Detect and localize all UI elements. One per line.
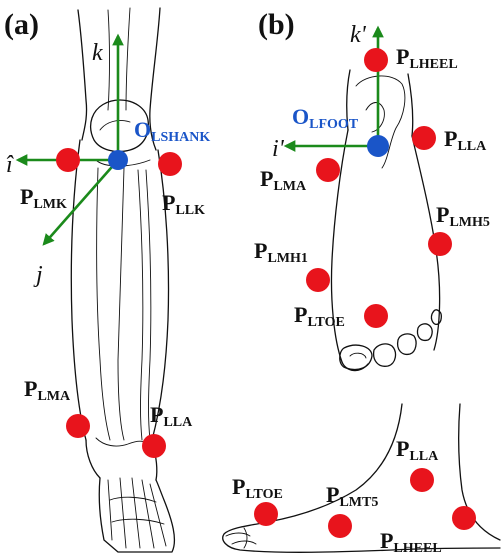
marker-lma-top-label: PLMA xyxy=(260,166,307,194)
marker-lmt5-label: PLMT5 xyxy=(326,482,378,510)
panel-b-label: (b) xyxy=(258,8,295,41)
marker-lheel-label: PLHEEL xyxy=(396,44,458,72)
foot-top-illustration xyxy=(331,70,441,371)
leg-illustration xyxy=(71,8,174,552)
panel-b-side: PLLA PLTOE PLMT5 PLHEEL xyxy=(223,404,500,556)
origin-lfoot-dot xyxy=(367,135,389,157)
origin-lfoot-label: OLFOOT xyxy=(292,104,359,132)
marker-lmh5 xyxy=(428,232,452,256)
origin-lshank-dot xyxy=(108,150,128,170)
marker-lmh1 xyxy=(306,268,330,292)
marker-ltoe-side-label: PLTOE xyxy=(232,474,283,502)
panel-a: (a) xyxy=(4,8,210,552)
marker-llk-label: PLLK xyxy=(162,190,205,218)
marker-lla-side xyxy=(410,468,434,492)
marker-ltoe-side xyxy=(254,502,278,526)
marker-ltoe-top xyxy=(364,304,388,328)
panel-a-label: (a) xyxy=(4,8,39,41)
marker-lmh5-label: PLMH5 xyxy=(436,202,490,230)
origin-lshank-label: OLSHANK xyxy=(134,117,210,145)
marker-lma-top xyxy=(316,158,340,182)
marker-lla-side-label: PLLA xyxy=(396,436,439,464)
marker-lla xyxy=(142,434,166,458)
marker-lma xyxy=(66,414,90,438)
marker-lma-label: PLMA xyxy=(24,376,71,404)
marker-lmk-label: PLMK xyxy=(20,184,67,212)
axis-j-label: j xyxy=(33,262,43,288)
marker-lmh1-label: PLMH1 xyxy=(254,238,308,266)
marker-lla-top-label: PLLA xyxy=(444,126,487,154)
marker-lmt5 xyxy=(328,514,352,538)
foot-side-illustration xyxy=(223,404,500,552)
axis-i-prime-label: i' xyxy=(272,136,285,162)
panel-b-top: (b) k' i' OLF xyxy=(254,8,490,371)
marker-lla-label: PLLA xyxy=(150,402,193,430)
marker-llk xyxy=(158,152,182,176)
marker-lheel-side xyxy=(452,506,476,530)
marker-ltoe-top-label: PLTOE xyxy=(294,302,345,330)
foot-axes: k' i' xyxy=(272,22,378,162)
marker-lmk xyxy=(56,148,80,172)
axis-i-label: î xyxy=(6,152,14,178)
marker-lla-top xyxy=(412,126,436,150)
marker-lheel xyxy=(364,48,388,72)
marker-lheel-side-label: PLHEEL xyxy=(380,528,442,556)
axis-k-label: k xyxy=(92,40,103,66)
axis-k-prime-label: k' xyxy=(350,22,367,48)
